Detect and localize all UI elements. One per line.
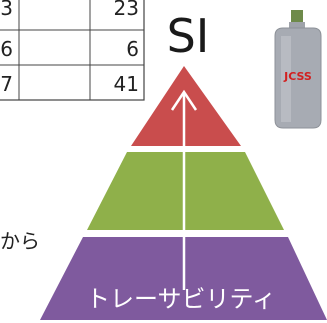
cylinder-highlight [281,36,291,122]
pyramid-top-label: SI [167,9,210,63]
arrow-head [170,89,198,111]
gas-cylinder-icon: JCSS [274,10,322,129]
table-cell: 7 [0,72,13,96]
table-cell: 6 [126,37,139,61]
pyramid-base-label: トレーサビリティ [86,285,276,313]
side-text: から [0,229,40,253]
pyramid-tier-middle [87,152,284,230]
up-arrow [170,89,198,290]
cylinder-label: JCSS [283,70,312,83]
cylinder-valve-base [289,22,305,30]
table-cell: 3 [0,0,13,20]
pyramid-tier-top [131,66,241,146]
table-cell: 6 [0,37,13,61]
table-border [0,0,145,101]
table-cell: 23 [114,0,139,20]
table-cell: 41 [114,72,139,96]
data-table: 3 23 6 6 7 41 [0,0,145,101]
